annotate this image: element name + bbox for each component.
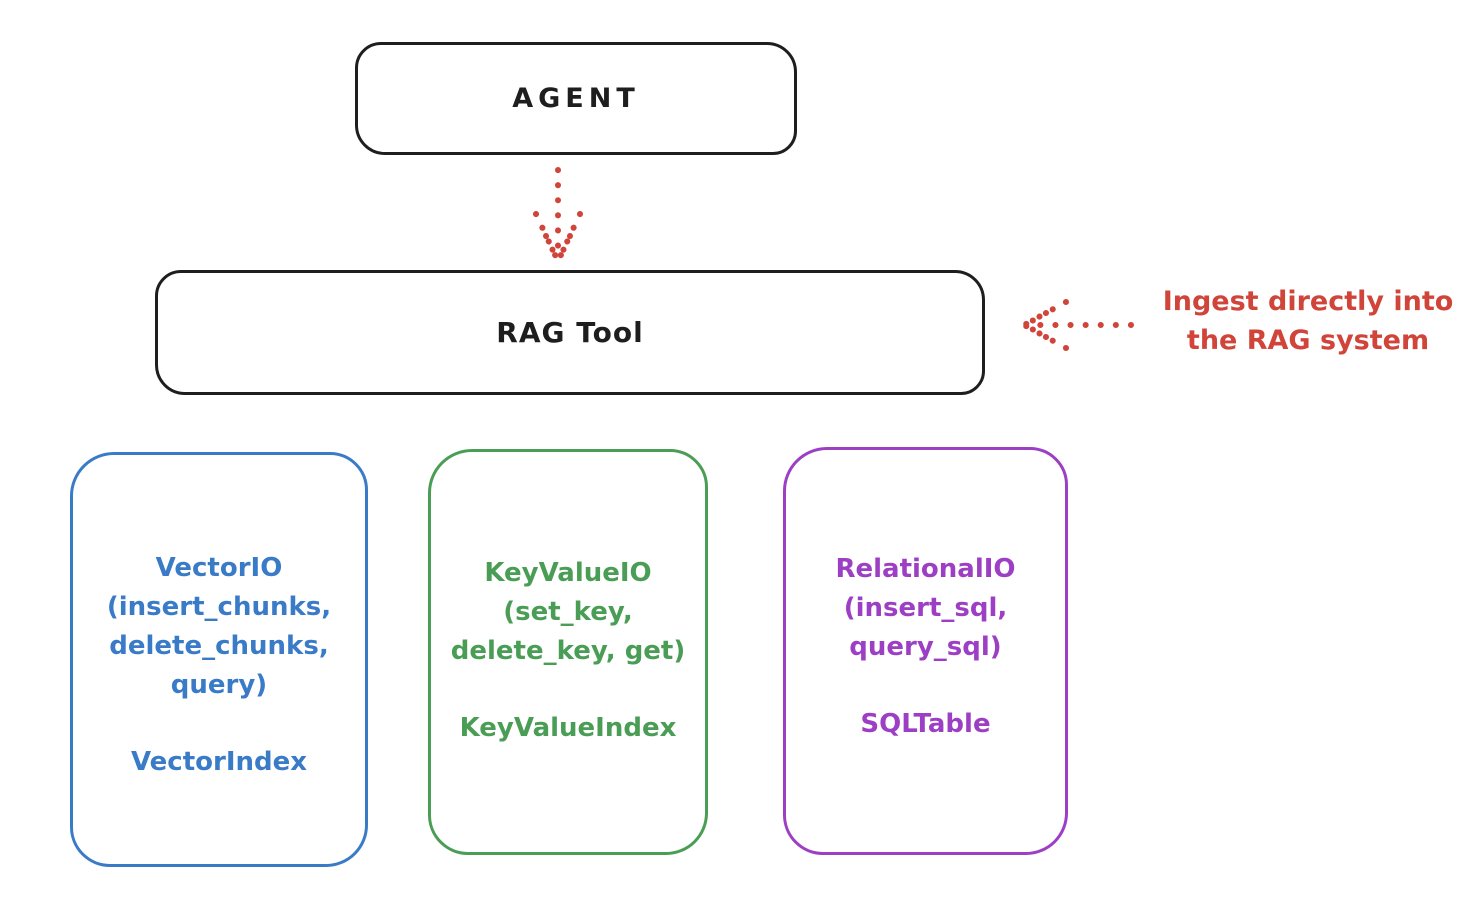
rag-tool-node: RAG Tool (155, 270, 985, 395)
vector-io-methods-line1: (insert_chunks, (106, 592, 332, 622)
vector-io-title: VectorIO (155, 553, 283, 583)
ingest-annotation-line2: the RAG system (1186, 325, 1430, 356)
vector-io-methods-line3: query) (170, 670, 268, 700)
key-value-io-node: KeyValueIO (set_key, delete_key, get) Ke… (428, 449, 708, 855)
ingest-annotation: Ingest directly into the RAG system (1138, 282, 1478, 360)
dotted-left-arrow-icon (1022, 299, 1134, 351)
relational-io-node: RelationalIO (insert_sql, query_sql) SQL… (783, 447, 1068, 855)
relational-io-methods-line2: query_sql) (849, 632, 1002, 662)
dotted-down-arrow-icon (533, 167, 583, 262)
ingest-annotation-line1: Ingest directly into (1162, 286, 1454, 317)
key-value-io-methods-line1: (set_key, (503, 597, 633, 627)
vector-io-node: VectorIO (insert_chunks, delete_chunks, … (70, 452, 368, 867)
agent-node-label: AGENT (512, 83, 640, 114)
relational-io-methods-line1: (insert_sql, (843, 593, 1008, 623)
vector-io-methods-line2: delete_chunks, (109, 631, 329, 661)
key-value-io-methods-line2: delete_key, get) (450, 636, 686, 666)
key-value-index-label: KeyValueIndex (459, 713, 677, 743)
key-value-io-title: KeyValueIO (484, 558, 652, 588)
rag-tool-node-label: RAG Tool (496, 316, 644, 349)
agent-node: AGENT (355, 42, 797, 155)
relational-io-title: RelationalIO (835, 554, 1016, 584)
sql-table-label: SQLTable (860, 709, 991, 739)
vector-index-label: VectorIndex (130, 747, 308, 777)
